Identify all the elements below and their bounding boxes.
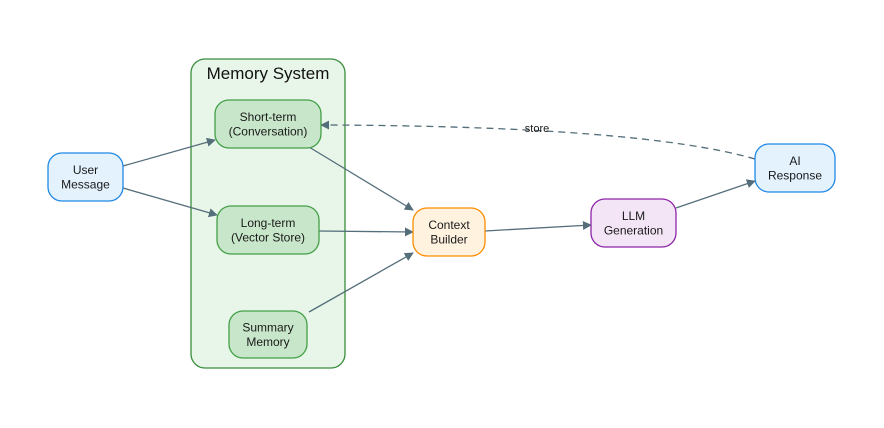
node-long-term[interactable]: Long-term(Vector Store) — [216, 205, 320, 255]
edge-long-term-to-context-builder — [318, 227, 414, 237]
node-label: AI — [789, 154, 800, 168]
node-label: LLM — [622, 209, 645, 223]
cluster-title: Memory System — [207, 64, 330, 83]
node-label: (Conversation) — [229, 124, 308, 138]
node-box — [214, 99, 322, 149]
node-label: Memory — [246, 335, 289, 349]
node-label: Long-term — [241, 216, 296, 230]
node-box — [47, 152, 124, 202]
node-label: Summary — [242, 320, 293, 334]
edge-llm-to-ai-response — [675, 179, 756, 209]
node-label: User — [73, 163, 98, 177]
edges: store — [122, 120, 756, 313]
edge-short-term-to-context-builder — [308, 146, 414, 211]
node-box — [216, 205, 320, 255]
node-box — [228, 310, 308, 359]
edge-ai-response-to-short-term — [320, 120, 756, 160]
node-short-term[interactable]: Short-term(Conversation) — [214, 99, 322, 149]
edge-summary-to-context-builder — [308, 252, 414, 313]
node-label: Builder — [430, 232, 467, 246]
node-label: Short-term — [240, 110, 297, 124]
edge-label: store — [525, 123, 549, 135]
edge-context-builder-to-llm — [484, 220, 592, 232]
node-box — [590, 198, 677, 248]
node-label: (Vector Store) — [231, 230, 305, 244]
node-box — [412, 207, 486, 257]
edge-user-message-to-long-term — [122, 187, 218, 218]
node-label: Context — [428, 218, 470, 232]
node-label: Message — [61, 177, 110, 191]
node-box — [754, 143, 836, 193]
edge-user-message-to-short-term — [122, 137, 216, 167]
node-label: Response — [768, 168, 822, 182]
node-label: Generation — [604, 223, 663, 237]
